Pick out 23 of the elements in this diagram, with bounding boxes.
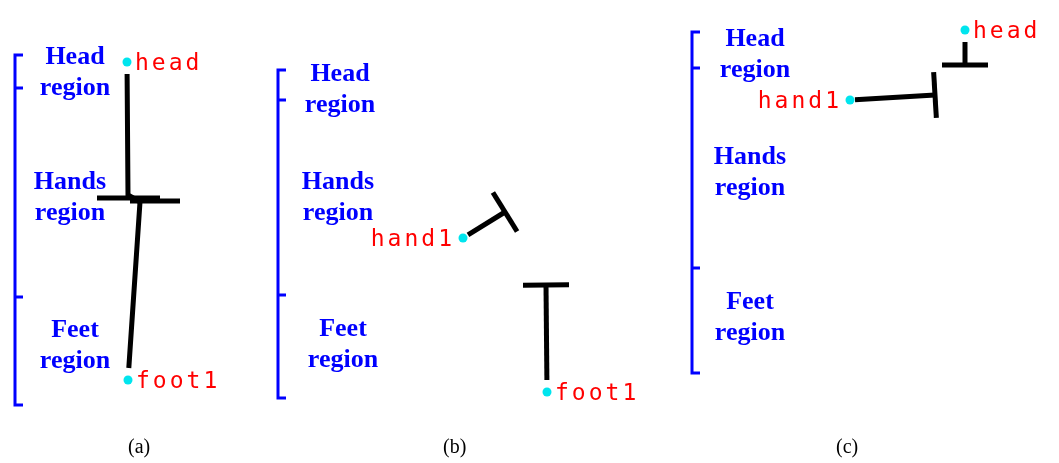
stroke-line <box>466 189 520 238</box>
region-label: Hands region <box>300 165 376 227</box>
region-label: Feet region <box>306 312 380 374</box>
point-label: hand1 <box>757 88 842 112</box>
region-label: Hands region <box>712 140 788 202</box>
point-label: foot1 <box>555 380 640 404</box>
panel-caption: (b) <box>443 435 467 458</box>
panel-caption: (a) <box>128 435 151 458</box>
point-label: head <box>973 18 1041 42</box>
stroke-line <box>854 69 939 121</box>
panel-caption: (c) <box>836 435 859 458</box>
region-label: Hands region <box>32 165 108 227</box>
stroke-line <box>520 282 572 381</box>
stroke-line <box>939 42 991 68</box>
point-label: hand1 <box>370 226 455 250</box>
region-label: Feet region <box>713 285 787 347</box>
region-label: Head region <box>38 40 112 102</box>
region-label: Head region <box>718 22 792 84</box>
region-label: Feet region <box>38 313 112 375</box>
point-label: head <box>135 50 203 74</box>
region-label: Head region <box>303 57 377 119</box>
stroke-line <box>124 74 143 369</box>
point-label: foot1 <box>136 368 221 392</box>
